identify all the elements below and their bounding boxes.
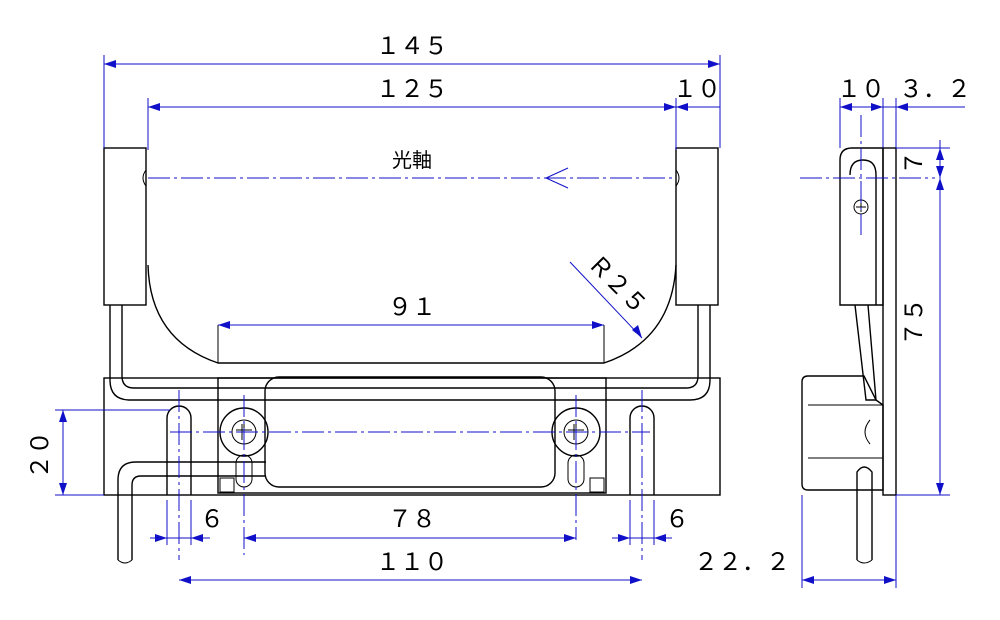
optical-axis-arrow (544, 167, 569, 189)
dim-overall-width: １４５ (376, 32, 448, 60)
side-upper-bracket (839, 147, 884, 306)
side-view (801, 147, 897, 564)
left-bracket-tab (219, 477, 235, 493)
optical-axis-label: 光軸 (392, 148, 432, 172)
side-centerlines (800, 115, 935, 235)
dim-handle-width: ９１ (388, 293, 436, 321)
dim-top-radius: Ｒ２５ (582, 249, 653, 320)
front-centerlines (148, 167, 676, 560)
side-hinge-arm (854, 304, 877, 401)
hook-wire-end (117, 559, 133, 564)
right-post-notch (675, 169, 680, 187)
base-plate (103, 377, 721, 496)
side-dimensions: １０ ３．２ ７ ７５ ２２．２ (694, 75, 971, 588)
side-handle-curve (864, 419, 871, 445)
dim-side-thickness: １０ (837, 75, 885, 103)
dim-side-height: ７５ (900, 298, 928, 346)
left-post-notch (142, 169, 147, 187)
front-dimensions: １４５ １２５ １０ 光軸 Ｒ２５ ９１ ２０ ６ (26, 32, 721, 584)
dim-depth: ２２．２ (694, 548, 790, 576)
side-plate (882, 147, 897, 496)
side-lower-wire (856, 466, 873, 560)
side-handle-block (801, 375, 884, 491)
wire-frame-inner (121, 305, 699, 389)
dim-line-r25 (569, 261, 643, 339)
dim-inner-width: １２５ (376, 75, 448, 103)
dim-side-width: １０ (673, 75, 721, 103)
hook-wire-inner (131, 475, 266, 560)
front-view (103, 147, 721, 564)
dim-slot-left: ６ (200, 505, 224, 533)
dim-slot-pitch: １１０ (376, 548, 448, 576)
mounting-bracket (217, 377, 607, 494)
hook-wire-outer (117, 461, 266, 560)
right-post (675, 147, 719, 306)
side-bracket-slot (849, 159, 877, 305)
handle-bowl (147, 264, 677, 364)
dim-slot-right: ６ (665, 505, 689, 533)
dim-top-offset: ７ (900, 151, 928, 175)
dim-plate-thickness: ３．２ (899, 75, 971, 103)
wire-frame-outer (109, 305, 711, 401)
right-bracket-tab (589, 477, 605, 493)
left-post (103, 147, 147, 306)
dim-screw-pitch: ７８ (388, 505, 436, 533)
dim-height-20: ２０ (26, 431, 54, 479)
